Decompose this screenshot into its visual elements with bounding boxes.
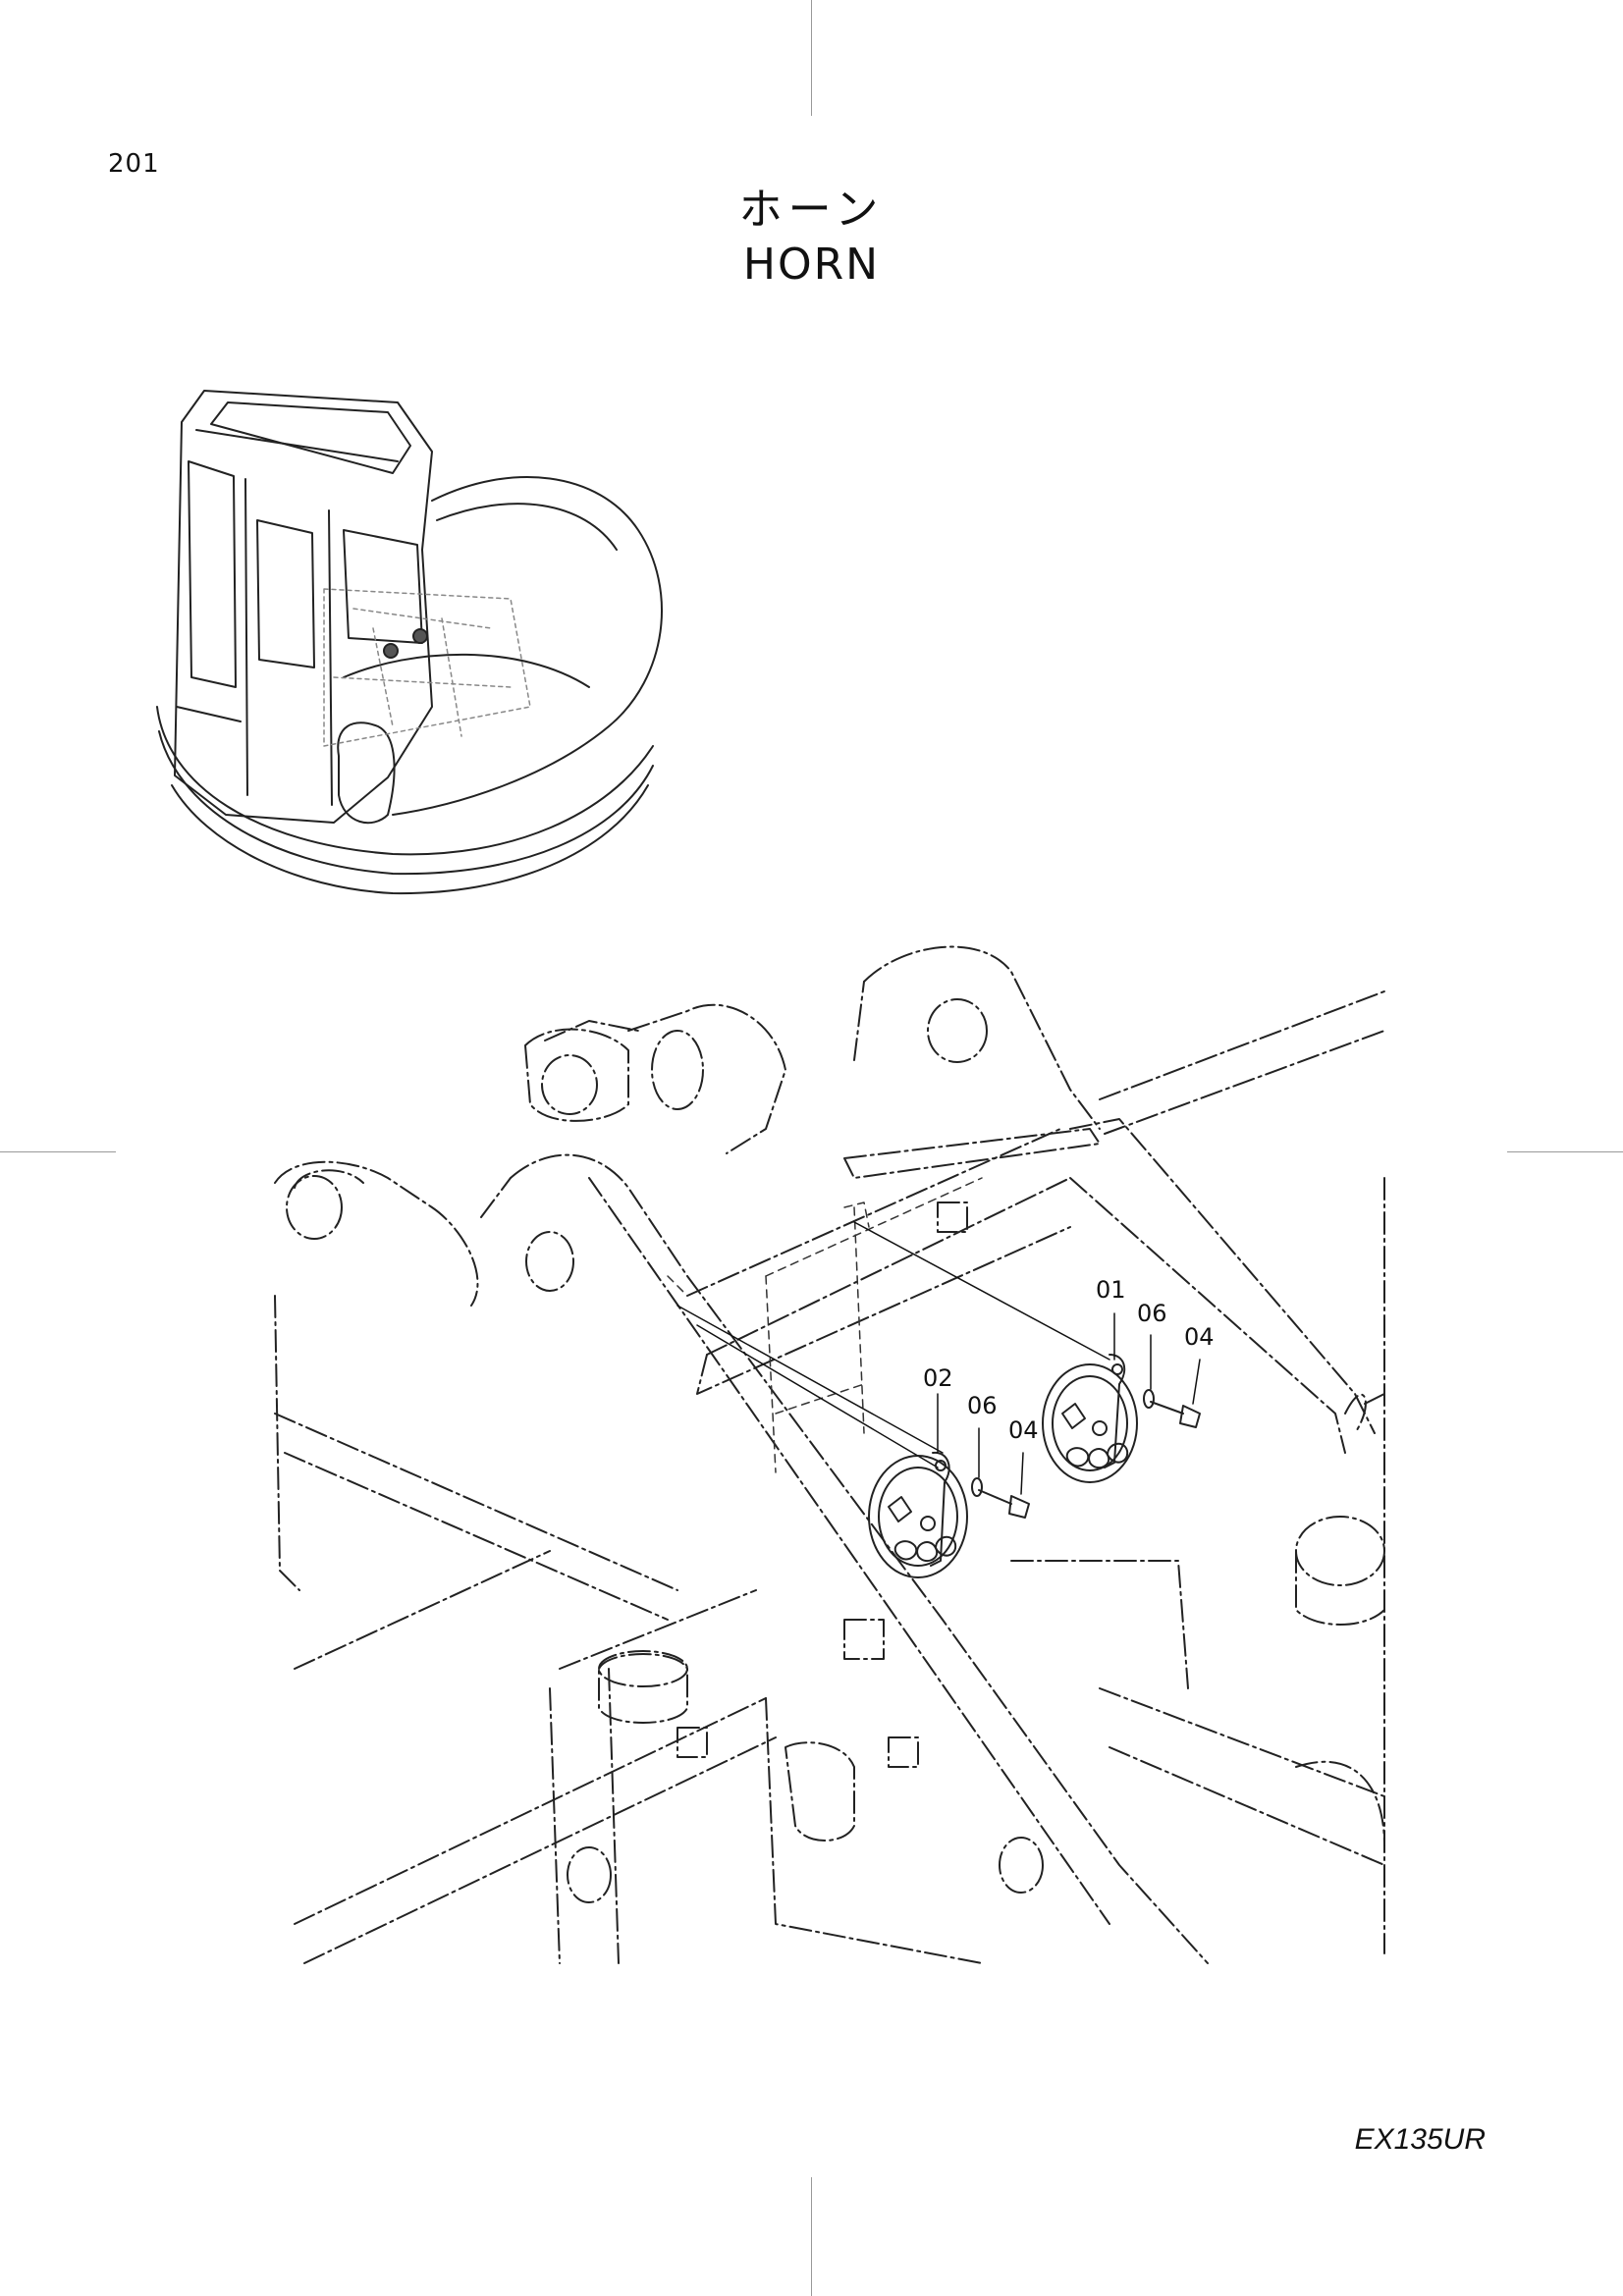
crop-mark-right xyxy=(1507,1151,1623,1152)
excavator-overview-illustration xyxy=(156,390,663,895)
callout-01: 01 xyxy=(1096,1276,1126,1304)
horn-01 xyxy=(1042,1354,1138,1483)
crop-mark-left xyxy=(0,1151,116,1152)
washer-06-upper xyxy=(1143,1389,1155,1409)
model-number: EX135UR xyxy=(1354,2123,1486,2156)
callout-02: 02 xyxy=(923,1364,953,1392)
bolt-04-upper xyxy=(1150,1401,1201,1428)
title-block: ホーン HORN xyxy=(0,183,1623,293)
title-japanese: ホーン xyxy=(738,185,885,235)
horn-02 xyxy=(868,1451,968,1578)
title-english: HORN xyxy=(742,240,881,290)
page-number: 201 xyxy=(108,149,160,179)
frame-structure xyxy=(274,945,1385,1964)
callout-06-lower: 06 xyxy=(967,1392,998,1419)
callout-06-upper: 06 xyxy=(1137,1300,1167,1327)
callout-04-lower: 04 xyxy=(1008,1416,1039,1444)
crop-mark-top xyxy=(811,0,812,116)
bolt-04-lower xyxy=(978,1489,1030,1519)
callout-04-upper: 04 xyxy=(1184,1323,1215,1351)
crop-mark-bottom xyxy=(811,2177,812,2296)
washer-06-lower xyxy=(971,1477,983,1497)
